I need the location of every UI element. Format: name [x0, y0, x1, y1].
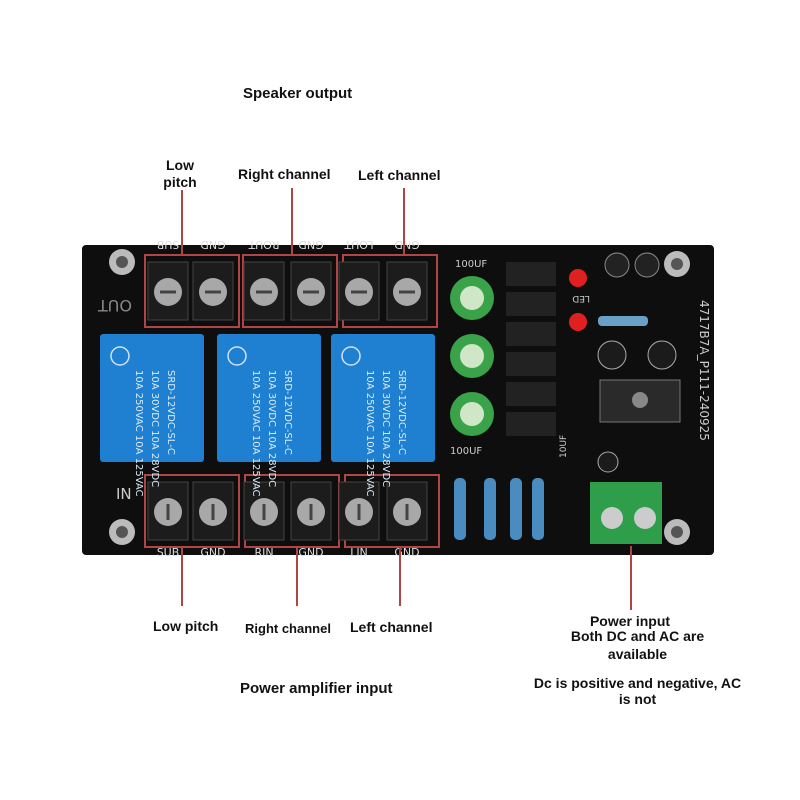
relays: 10A 250VAC 10A 125VAC 10A 30VDC 10A 28VDC…: [100, 334, 435, 497]
power-input-terminal: [590, 482, 662, 544]
power-amplifier-input-label: Power amplifier input: [240, 680, 393, 697]
leader-left-channel-top: [403, 188, 405, 256]
electrolytic-capacitors: [450, 276, 494, 436]
bottom-terminal-label: SUB: [157, 546, 180, 559]
leader-left-channel-bottom: [399, 548, 401, 606]
left-channel-bottom-label: Left channel: [350, 619, 433, 635]
terminal-screw: [243, 481, 285, 541]
right-channel-top-label: Right channel: [238, 166, 331, 182]
cap-silk-small: 10UF: [559, 435, 569, 458]
terminal-screw: [386, 481, 428, 541]
svg-text:10A 250VAC 10A 125VAC: 10A 250VAC 10A 125VAC: [133, 370, 144, 497]
led-silk: LED: [572, 293, 590, 303]
leader-right-channel-bottom: [296, 548, 298, 606]
top-terminal-label: GND: [394, 238, 419, 251]
top-terminal-label: LOUT: [344, 238, 373, 251]
bottom-terminal-label: GND: [298, 546, 323, 559]
cap-silk-bottom: 100UF: [450, 446, 482, 457]
terminal-screw: [338, 261, 380, 321]
power-note-line-2: available: [607, 646, 668, 662]
right-channel-bottom-label: Right channel: [245, 621, 331, 636]
terminal-screw: [290, 481, 332, 541]
speaker-output-label: Speaker output: [243, 85, 353, 102]
top-terminal-label: GND: [298, 238, 323, 251]
left-channel-top-label: Left channel: [358, 167, 441, 183]
terminal-screw: [147, 261, 189, 321]
top-terminal-blocks: [144, 254, 438, 328]
out-silk: OUT: [98, 296, 132, 315]
relay: 10A 250VAC 10A 125VAC 10A 30VDC 10A 28VDC…: [331, 334, 435, 497]
svg-text:10A 30VDC 10A 28VDC: 10A 30VDC 10A 28VDC: [149, 370, 160, 487]
relay: 10A 250VAC 10A 125VAC 10A 30VDC 10A 28VDC…: [217, 334, 321, 497]
terminal-screw: [192, 261, 234, 321]
svg-text:10A 30VDC 10A 28VDC: 10A 30VDC 10A 28VDC: [266, 370, 277, 487]
bottom-terminal-blocks: [144, 474, 440, 548]
terminal-screw: [290, 261, 332, 321]
leader-right-channel-top: [291, 188, 293, 256]
svg-text:10A 250VAC 10A 125VAC: 10A 250VAC 10A 125VAC: [250, 370, 261, 497]
leader-power-input: [630, 546, 632, 610]
terminal-screw: [338, 481, 380, 541]
terminal-screw: [192, 481, 234, 541]
power-note-line-4: is not: [618, 691, 657, 707]
regulator-area: [597, 252, 681, 473]
bottom-terminal-label: GND: [200, 546, 225, 559]
power-note-line-3: Dc is positive and negative, AC: [533, 675, 742, 691]
power-note-line-1: Both DC and AC are: [570, 628, 705, 644]
cap-silk-top: 100UF: [455, 259, 487, 270]
in-silk: IN: [116, 485, 132, 503]
svg-text:SRD-12VDC-SL-C: SRD-12VDC-SL-C: [282, 370, 293, 455]
leader-low-pitch-bottom: [181, 548, 183, 606]
svg-text:10A 250VAC 10A 125VAC: 10A 250VAC 10A 125VAC: [364, 370, 375, 497]
svg-text:SRD-12VDC-SL-C: SRD-12VDC-SL-C: [396, 370, 407, 455]
resistors: [454, 478, 544, 540]
low-pitch-top-label: Low pitch: [163, 157, 197, 190]
bottom-terminal-label: GND: [394, 546, 419, 559]
svg-text:SRD-12VDC-SL-C: SRD-12VDC-SL-C: [165, 370, 176, 455]
svg-text:10A 30VDC 10A 28VDC: 10A 30VDC 10A 28VDC: [380, 370, 391, 487]
top-terminal-label: ROUT: [248, 238, 279, 251]
mounting-hole: [109, 249, 690, 545]
bottom-terminal-label: LIN: [350, 546, 368, 559]
power-input-label: Power input: [589, 613, 671, 629]
bottom-terminal-label: RIN: [254, 546, 273, 559]
side-code: 4717B7A_P111-240925: [697, 300, 711, 441]
leader-low-pitch-top: [181, 190, 183, 256]
optocoupler-chips: [506, 262, 556, 436]
terminal-screw: [147, 481, 189, 541]
top-terminal-label: SUB: [157, 238, 180, 251]
top-terminal-label: GND: [200, 238, 225, 251]
terminal-screw: [243, 261, 285, 321]
relay: 10A 250VAC 10A 125VAC 10A 30VDC 10A 28VDC…: [100, 334, 204, 497]
low-pitch-bottom-label: Low pitch: [153, 618, 219, 634]
led-indicators: [569, 269, 587, 331]
terminal-screw: [386, 261, 428, 321]
